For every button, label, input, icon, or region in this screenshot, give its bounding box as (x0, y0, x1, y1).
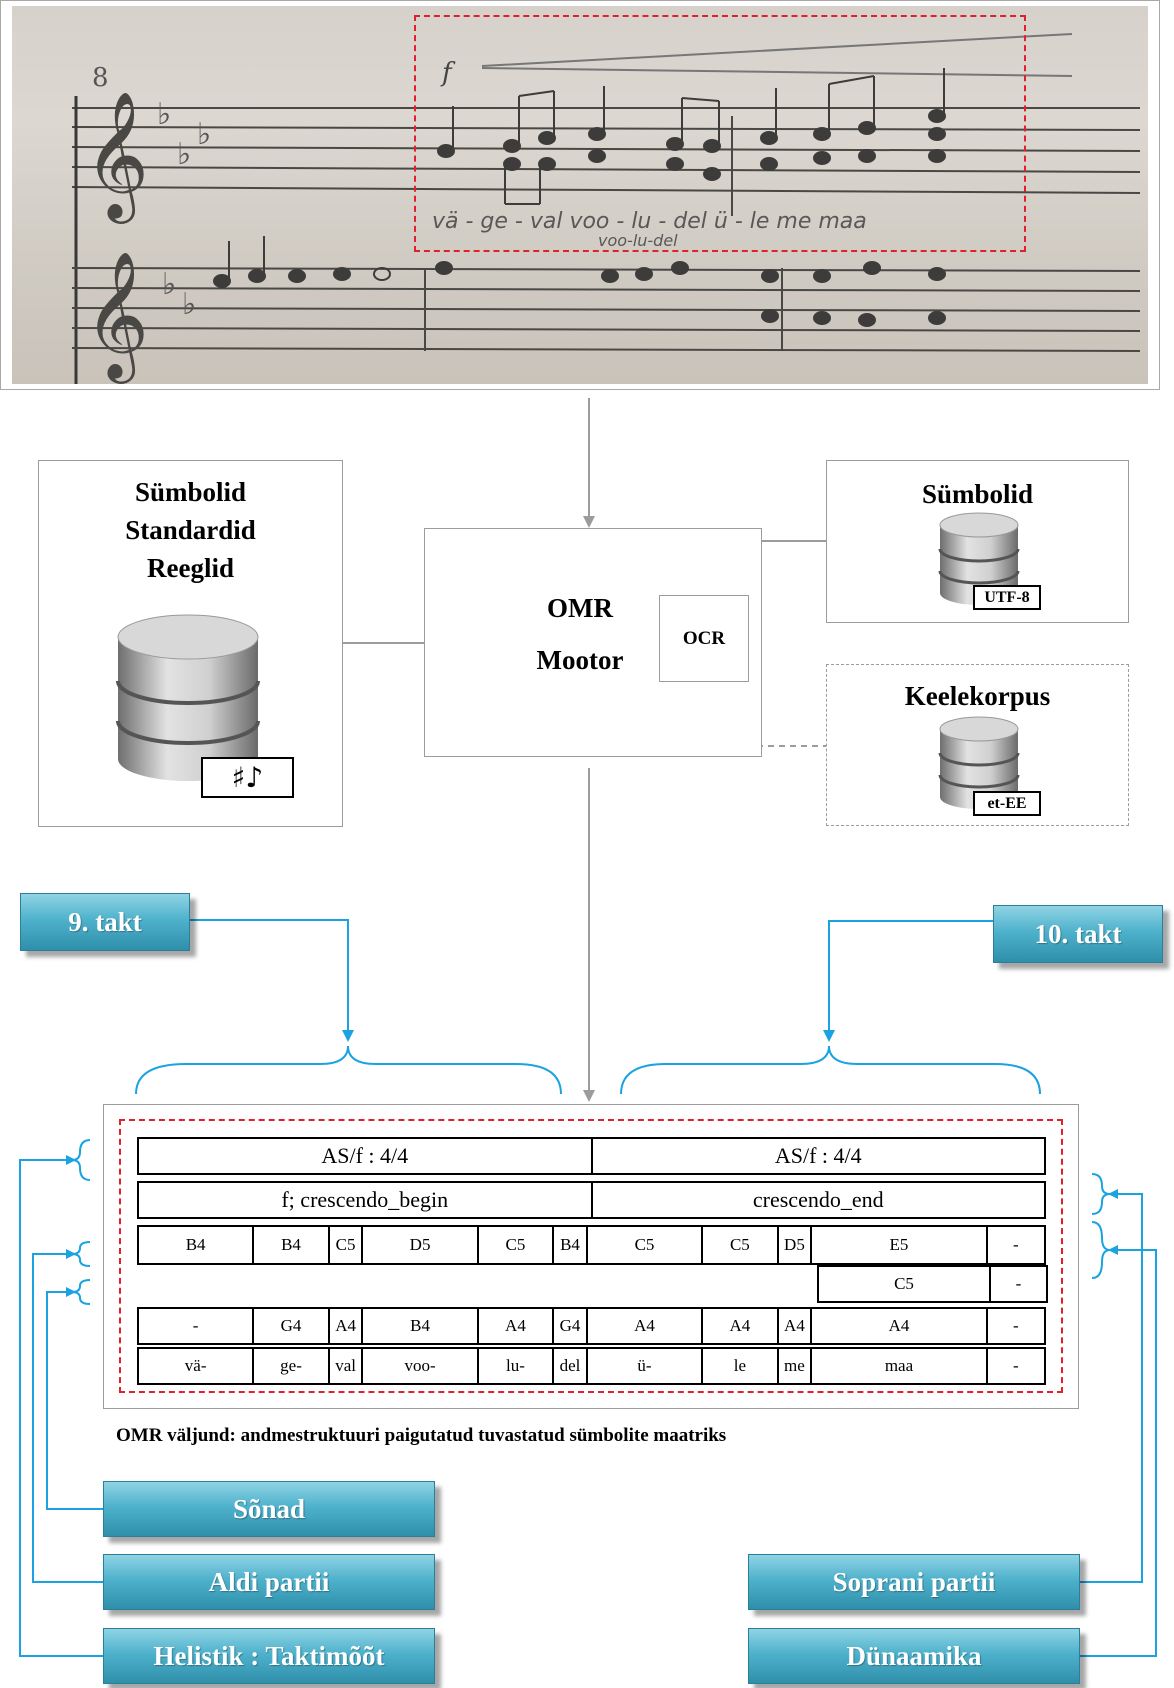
lyric-syllable: me (776, 1347, 813, 1385)
soprano-note: D5 (361, 1225, 479, 1265)
flat-signs: ♭♭♭ ♭♭ (157, 97, 211, 322)
db-title-line: Sümbolid (134, 477, 247, 507)
alto-note: A4 (327, 1307, 364, 1345)
score-drawing: 𝄞 𝄞 8 ♭♭♭ ♭♭ f (71, 33, 1141, 384)
alto-row: - G4 A4 B4 A4 G4 A4 A4 A4 A4 - (136, 1307, 1047, 1345)
measure-10-label: 10. takt (993, 905, 1163, 963)
lyric-syllable: del (552, 1347, 588, 1385)
score-photo: 𝄞 𝄞 8 ♭♭♭ ♭♭ f (12, 6, 1148, 384)
soprano-note: B4 (252, 1225, 330, 1265)
soprano-note: C5 (327, 1225, 364, 1265)
alto-note: G4 (552, 1307, 588, 1345)
handwritten-lyrics: vä - ge - val voo - lu - del ü - le me m… (432, 209, 867, 234)
engine-title-mootor: Mootor (536, 645, 624, 675)
dynamics-label: Dünaamika (748, 1628, 1080, 1684)
alto-note: A4 (776, 1307, 813, 1345)
soprano-note: E5 (810, 1225, 988, 1265)
omr-engine-box: OMR Mootor OCR (424, 528, 762, 757)
output-caption: OMR väljund: andmestruktuuri paigutatud … (116, 1425, 727, 1446)
lyrics-label: Sõnad (103, 1481, 435, 1537)
svg-text:♭: ♭ (182, 287, 196, 322)
db-title-line: Standardid (125, 515, 256, 545)
soprano-note: D5 (776, 1225, 813, 1265)
et-ee-tag: et-EE (973, 791, 1041, 816)
key-time-cell: AS/f : 4/4 (590, 1137, 1046, 1175)
language-corpus-box: Keelekorpus et-EE (826, 664, 1129, 826)
soprano-note: C5 (476, 1225, 555, 1265)
output-selection-region (119, 1119, 1063, 1393)
alto-note: A4 (701, 1307, 779, 1345)
soprano-row: B4 B4 C5 D5 C5 B4 C5 C5 D5 E5 - (136, 1225, 1047, 1265)
lyric-syllable: vä- (136, 1347, 255, 1385)
handwritten-lyrics-alt: voo-lu-del (598, 231, 678, 250)
svg-text:♭: ♭ (157, 97, 171, 132)
dynamics-cell: crescendo_end (590, 1181, 1046, 1219)
alto-part-label: Aldi partii (103, 1554, 435, 1610)
treble-clef-icon: 𝄞 (84, 90, 149, 224)
soprano-note: - (989, 1265, 1048, 1303)
utf8-tag: UTF-8 (973, 585, 1041, 610)
soprano-note: B4 (552, 1225, 588, 1265)
alto-note: - (985, 1307, 1047, 1345)
music-symbols-tag: ♯♪ (201, 757, 294, 798)
lyric-syllable: le (701, 1347, 779, 1385)
lyrics-row: vä- ge- val voo- lu- del ü- le me maa - (136, 1347, 1047, 1385)
rules-database-box: Sümbolid Standardid Reeglid ♯♪ (38, 460, 343, 827)
notes-bottom (213, 236, 946, 327)
soprano-note: C5 (817, 1265, 991, 1303)
soprano-note: C5 (701, 1225, 779, 1265)
soprano-note: B4 (136, 1225, 255, 1265)
omr-output-box: AS/f : 4/4 AS/f : 4/4 f; crescendo_begin… (103, 1104, 1079, 1409)
soprano-second-voice-row: C5 - (817, 1265, 1048, 1303)
score-photo-frame: 𝄞 𝄞 8 ♭♭♭ ♭♭ f (0, 0, 1160, 390)
key-time-signature-label: Helistik : Taktimõõt (103, 1628, 435, 1684)
ocr-box: OCR (659, 595, 749, 682)
svg-text:♭: ♭ (162, 267, 176, 302)
lyric-syllable: ge- (252, 1347, 330, 1385)
soprano-note: - (985, 1225, 1047, 1265)
alto-note: A4 (810, 1307, 988, 1345)
database-icon (938, 716, 1020, 809)
lyric-syllable: lu- (476, 1347, 555, 1385)
selection-region (414, 15, 1026, 252)
staff-bottom (71, 267, 1141, 352)
treble-clef-icon: 𝄞 (84, 250, 149, 384)
dynamics-row: f; crescendo_begin crescendo_end (137, 1181, 1046, 1219)
ocr-label: OCR (682, 628, 726, 649)
lyric-syllable: voo- (361, 1347, 479, 1385)
soprano-part-label: Soprani partii (748, 1554, 1080, 1610)
alto-note: A4 (585, 1307, 704, 1345)
lyric-syllable: ü- (585, 1347, 704, 1385)
symbols-db-title: Sümbolid (921, 479, 1034, 509)
alto-note: A4 (476, 1307, 555, 1345)
alto-note: G4 (252, 1307, 330, 1345)
measure-number: 8 (92, 63, 109, 93)
crescendo-hairpin (481, 33, 1073, 77)
measure-9-label: 9. takt (20, 893, 190, 951)
dynamics-cell: f; crescendo_begin (137, 1181, 593, 1219)
lyric-syllable: val (327, 1347, 364, 1385)
corpus-title: Keelekorpus (904, 681, 1051, 711)
staff-top (71, 107, 1141, 194)
svg-text:♭: ♭ (177, 137, 191, 172)
symbols-database-box: Sümbolid UTF-8 (826, 460, 1129, 623)
database-icon (116, 614, 260, 781)
lyric-syllable: - (985, 1347, 1047, 1385)
engine-title-omr: OMR (547, 593, 613, 623)
alto-note: - (136, 1307, 255, 1345)
notes-top (437, 68, 946, 205)
key-time-cell: AS/f : 4/4 (137, 1137, 593, 1175)
svg-text:♭: ♭ (197, 117, 211, 152)
lyric-syllable: maa (810, 1347, 988, 1385)
db-title-line: Reeglid (147, 553, 234, 583)
database-icon (938, 512, 1020, 605)
soprano-note: C5 (585, 1225, 704, 1265)
alto-note: B4 (361, 1307, 479, 1345)
key-time-row: AS/f : 4/4 AS/f : 4/4 (137, 1137, 1046, 1175)
